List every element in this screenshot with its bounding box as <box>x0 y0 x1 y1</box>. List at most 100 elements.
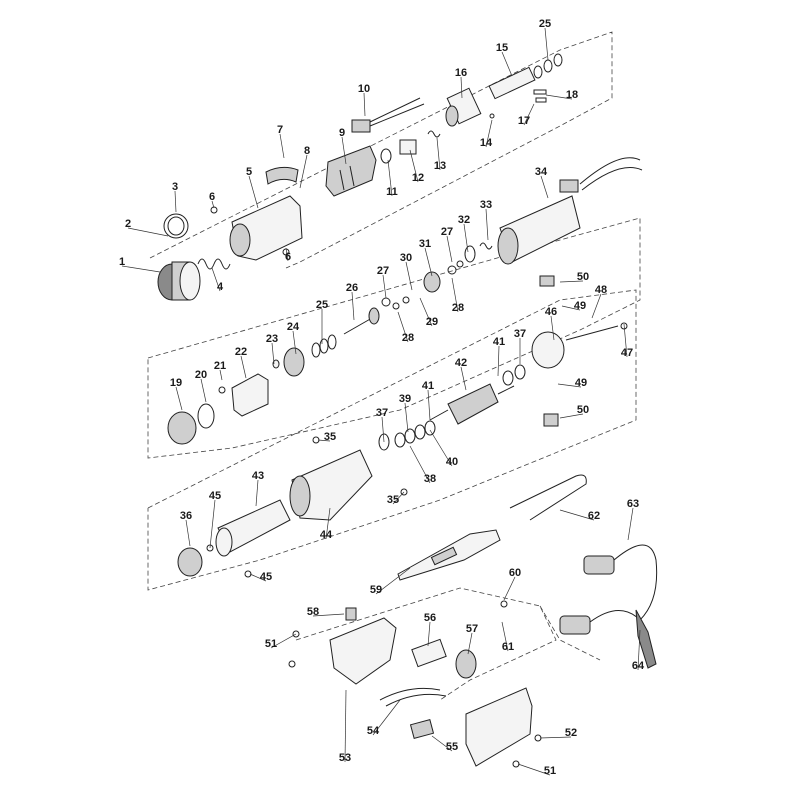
callout-11: 11 <box>386 186 398 198</box>
callout-28a: 28 <box>402 332 414 344</box>
leader-line-49a <box>561 305 581 311</box>
switch-part <box>379 638 477 707</box>
leader-line-26 <box>351 291 355 321</box>
callout-23: 23 <box>266 333 278 345</box>
leader-line-23 <box>271 342 275 365</box>
callout-51a: 51 <box>265 638 277 650</box>
callout-18: 18 <box>566 89 578 101</box>
leader-line-64 <box>637 629 641 671</box>
leader-line-8 <box>299 154 308 189</box>
callout-39: 39 <box>399 393 411 405</box>
leader-line-35b <box>392 491 405 505</box>
callout-37b: 37 <box>514 328 526 340</box>
leader-line-63 <box>627 507 634 541</box>
leader-line-3 <box>174 190 177 213</box>
leader-line-28a <box>397 311 409 343</box>
leader-line-42 <box>460 366 467 391</box>
leader-line-11 <box>387 159 393 197</box>
leader-line-50a <box>559 280 584 283</box>
drive-shaft-part <box>343 307 380 335</box>
leader-line-34 <box>540 175 549 199</box>
guide-box-head <box>149 31 613 269</box>
leader-line-35a <box>317 439 331 442</box>
guide-box-gear <box>147 217 641 459</box>
callout-16: 16 <box>455 67 467 79</box>
leader-line-59 <box>375 567 411 595</box>
callout-4: 4 <box>217 281 224 293</box>
callout-49b: 49 <box>575 377 587 389</box>
leader-line-33 <box>485 208 489 241</box>
callout-10: 10 <box>358 83 370 95</box>
callout-52: 52 <box>565 727 577 739</box>
callout-45b: 45 <box>260 571 272 583</box>
leader-line-55 <box>431 735 453 752</box>
leader-line-53 <box>344 689 347 763</box>
motor-sleeve-part <box>215 499 291 557</box>
coil-spring-part <box>197 258 231 270</box>
callout-57: 57 <box>466 623 478 635</box>
assembly-guide-lines <box>147 31 641 701</box>
motor-housing-part <box>289 449 373 521</box>
leader-line-54 <box>372 699 401 736</box>
callout-31: 31 <box>419 238 431 250</box>
callout-20: 20 <box>195 369 207 381</box>
callout-26: 26 <box>346 282 358 294</box>
callout-37a: 37 <box>376 407 388 419</box>
callout-64: 64 <box>632 660 645 672</box>
leader-line-37a <box>381 416 385 443</box>
leader-line-10 <box>363 92 366 117</box>
leader-line-20 <box>200 378 207 403</box>
callout-61: 61 <box>502 641 514 653</box>
hose-clip-part <box>635 609 657 669</box>
callout-35a: 35 <box>324 431 336 443</box>
leader-line-12 <box>409 149 419 183</box>
leader-line-29 <box>419 297 433 327</box>
handle-cover-part <box>465 687 533 767</box>
spindle-part <box>488 66 536 119</box>
callout-19: 19 <box>170 377 182 389</box>
leader-line-24 <box>292 330 297 355</box>
callout-7: 7 <box>277 124 283 136</box>
callout-50b: 50 <box>577 404 589 416</box>
callout-62: 62 <box>588 510 600 522</box>
callout-21: 21 <box>214 360 226 372</box>
leader-line-27b <box>446 235 453 263</box>
leader-line-45a <box>209 499 216 549</box>
guide-box-motor <box>147 289 637 591</box>
callout-40: 40 <box>446 456 458 468</box>
callout-48: 48 <box>595 284 607 296</box>
leader-line-60 <box>503 576 516 601</box>
leader-line-4 <box>211 267 221 292</box>
leader-line-31 <box>424 247 433 277</box>
leader-line-61 <box>501 621 509 652</box>
callout-5: 5 <box>246 166 252 178</box>
leader-line-43 <box>255 479 259 507</box>
rotor-part <box>429 383 515 425</box>
callout-14: 14 <box>480 137 493 149</box>
callout-44: 44 <box>320 529 333 541</box>
callout-33: 33 <box>480 199 492 211</box>
leader-line-56 <box>427 621 431 647</box>
small-washers-row1 <box>380 130 441 164</box>
leader-line-1 <box>121 265 161 273</box>
motor-body-part <box>497 157 643 265</box>
callout-45a: 45 <box>209 490 221 502</box>
callout-51b: 51 <box>544 765 556 777</box>
leader-line-62 <box>559 509 595 521</box>
callout-17: 17 <box>518 115 530 127</box>
callout-53: 53 <box>339 752 351 764</box>
callout-2: 2 <box>125 218 131 230</box>
callout-55: 55 <box>446 741 458 753</box>
leader-line-50b <box>559 413 584 419</box>
leader-line-9 <box>341 136 347 165</box>
callout-25a: 25 <box>316 299 328 311</box>
leader-line-41b <box>497 345 500 377</box>
callout-25b: 25 <box>539 18 551 30</box>
leader-line-14 <box>485 119 493 148</box>
callout-32: 32 <box>458 214 470 226</box>
leader-line-22 <box>240 355 247 379</box>
leader-line-41a <box>427 389 431 421</box>
callout-43: 43 <box>252 470 264 482</box>
